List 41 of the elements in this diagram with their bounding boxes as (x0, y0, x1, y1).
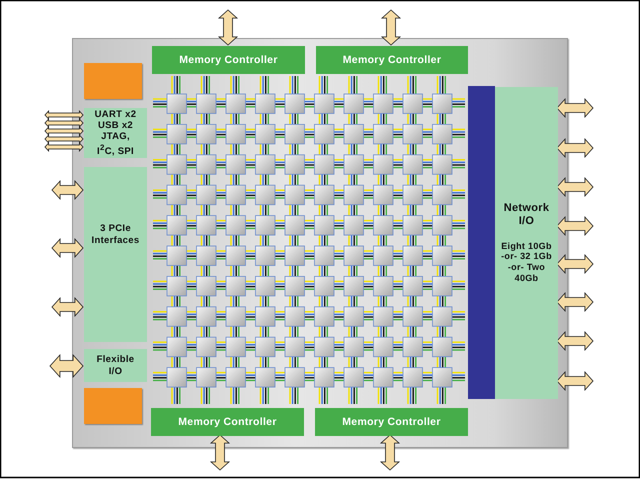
io-arrow (556, 138, 594, 158)
io-arrow (44, 134, 84, 144)
block-label: Memory Controller (178, 416, 277, 428)
accelerator-block (84, 63, 142, 99)
io-block (84, 108, 147, 158)
io-arrow (556, 98, 594, 118)
block-label: UART x2 USB x2 JTAG, I$^{2}$C, SPI (94, 108, 138, 158)
io-arrow (556, 216, 594, 236)
io-arrow (44, 142, 84, 152)
io-arrow (51, 180, 84, 200)
packet-engine-bar (468, 86, 495, 399)
io-arrow (51, 296, 84, 318)
memory-controller-block (151, 408, 304, 436)
io-arrow (44, 126, 84, 136)
io-block (84, 167, 147, 342)
io-arrow (218, 9, 238, 46)
io-arrow (556, 176, 594, 198)
io-arrow (556, 254, 594, 274)
io-arrow (380, 9, 402, 46)
io-arrow (210, 434, 230, 471)
network-io-block (495, 87, 558, 399)
io-block (84, 349, 147, 382)
io-arrow (556, 292, 594, 312)
memory-controller-block (152, 46, 305, 74)
io-arrow (380, 434, 400, 471)
block-label: Memory Controller (342, 54, 442, 66)
accelerator-block (84, 388, 142, 424)
io-arrow (49, 354, 84, 378)
block-label: 3 PCIe Interfaces (90, 223, 140, 246)
block-detail: Eight 10Gb -or- 32 1Gb -or- Two 40Gb (500, 240, 553, 284)
io-arrow (556, 330, 594, 352)
io-arrow (44, 110, 84, 120)
io-arrow (556, 370, 594, 392)
block-label: Memory Controller (342, 416, 441, 428)
block-label: Flexible I/O (96, 354, 135, 377)
block-label: Network I/O (502, 202, 550, 229)
memory-controller-block (315, 408, 468, 436)
memory-controller-block (316, 46, 468, 74)
block-label: Memory Controller (179, 54, 278, 66)
io-arrow (44, 118, 84, 128)
io-arrow (51, 238, 84, 258)
